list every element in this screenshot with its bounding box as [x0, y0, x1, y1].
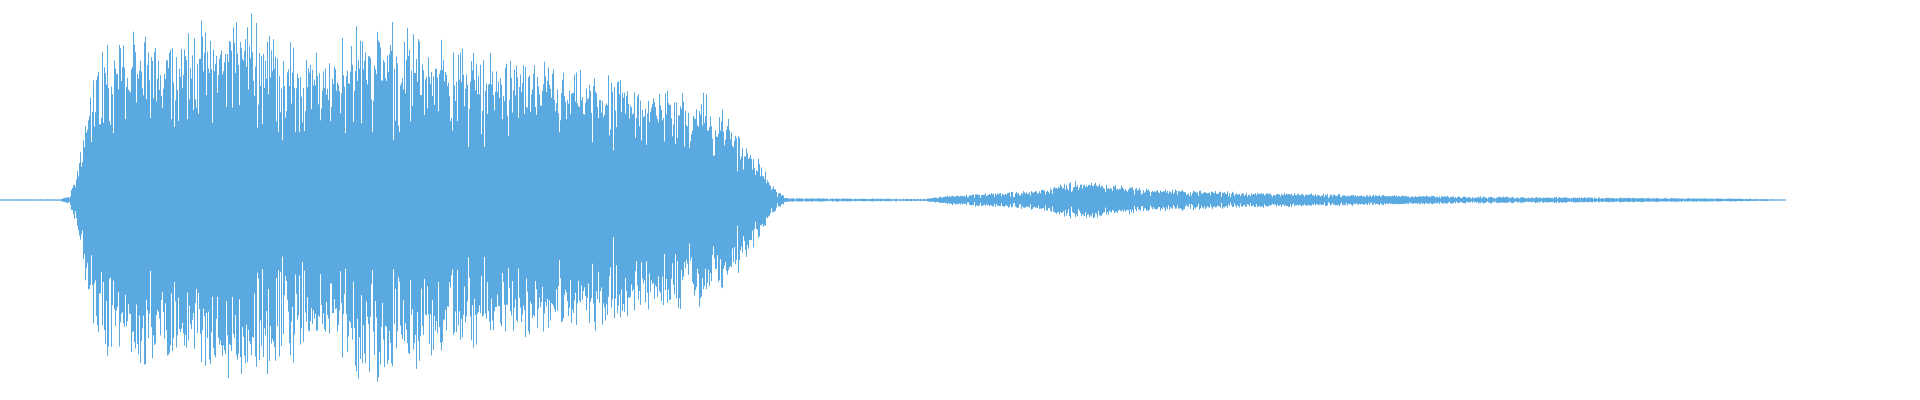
waveform-trace: [0, 13, 1786, 382]
waveform-samples: [0, 13, 1786, 382]
